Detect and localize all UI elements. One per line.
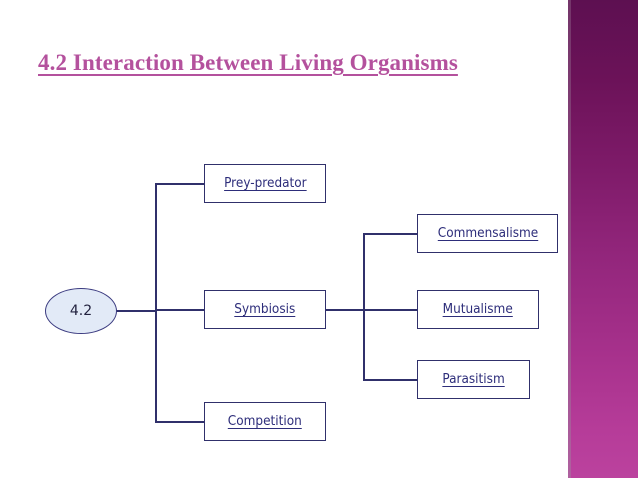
node-parasitism[interactable]: Parasitism [417,360,530,399]
node-prey-predator[interactable]: Prey-predator [204,164,326,203]
connector-symbiosis-to-right-trunk [326,309,418,311]
connector-trunk-to-prey-predator [155,183,205,185]
node-competition-label: Competition [228,414,302,429]
node-mutualisme-label: Mutualisme [442,302,514,317]
page-title: 4.2 Interaction Between Living Organisms [38,50,458,75]
node-commensalisme[interactable]: Commensalisme [417,214,558,253]
decorative-gradient-band [568,0,638,478]
connector-trunk-to-symbiosis [155,309,205,311]
node-prey-predator-label: Prey-predator [223,176,307,191]
node-parasitism-label: Parasitism [442,372,505,387]
node-symbiosis[interactable]: Symbiosis [204,290,326,329]
connector-right-trunk-to-parasitism [363,379,418,381]
decorative-band-edge [568,0,571,478]
node-competition[interactable]: Competition [204,402,326,441]
node-commensalisme-label: Commensalisme [437,226,538,241]
connector-root-to-trunk [116,310,156,312]
node-symbiosis-label: Symbiosis [234,302,296,317]
connector-left-trunk [155,183,157,423]
root-node-4-2[interactable]: 4.2 [45,288,117,334]
node-mutualisme[interactable]: Mutualisme [417,290,539,329]
connector-right-trunk [363,233,365,381]
root-node-label: 4.2 [69,303,93,319]
connector-trunk-to-competition [155,421,205,423]
connector-right-trunk-to-commensalisme [363,233,418,235]
